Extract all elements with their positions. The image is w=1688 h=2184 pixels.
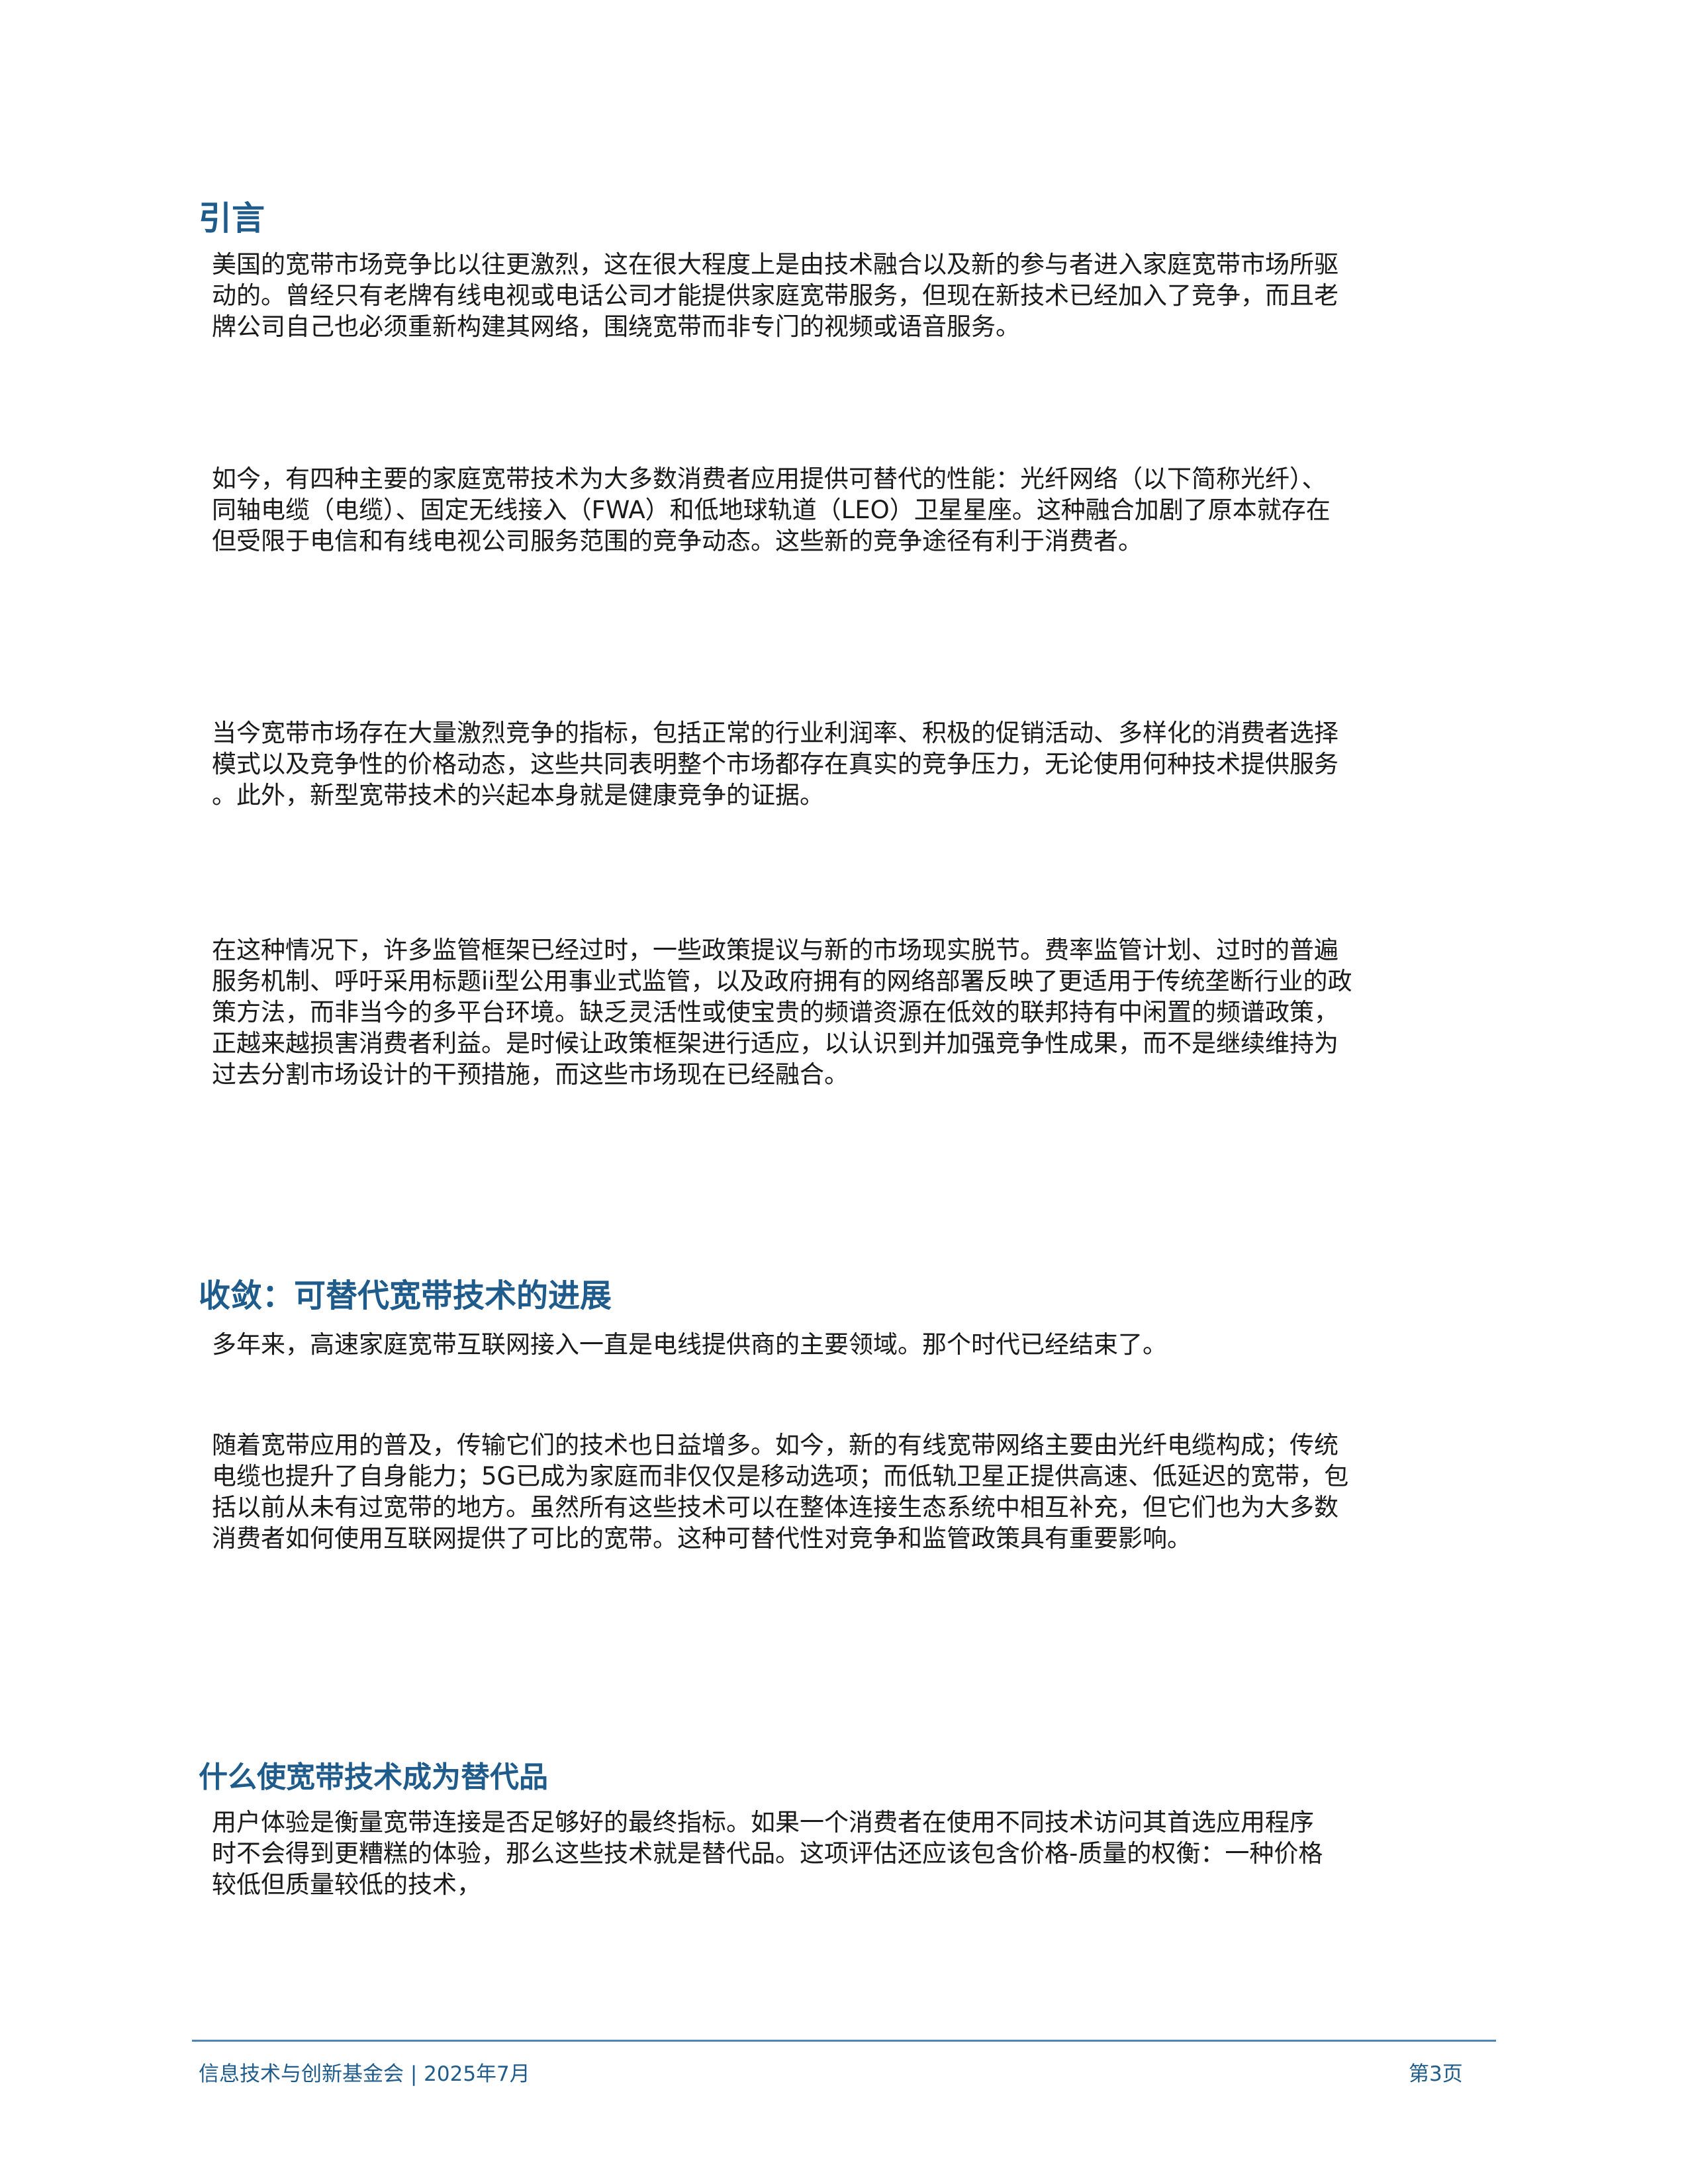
section-heading-convergence: 收敛：可替代宽带技术的进展 (199, 1277, 612, 1314)
paragraph-line: 多年来，高速家庭宽带互联网接入一直是电线提供商的主要领域。那个时代已经结束了。 (212, 1330, 1167, 1359)
paragraph-line: 用户体验是衡量宽带连接是否足够好的最终指标。如果一个消费者在使用不同技术访问其首… (212, 1808, 1314, 1837)
paragraph-line: 服务机制、呼吁采用标题ii型公用事业式监管，以及政府拥有的网络部署反映了更适用于… (212, 967, 1352, 995)
paragraph-substitutes-1: 用户体验是衡量宽带连接是否足够好的最终指标。如果一个消费者在使用不同技术访问其首… (212, 1807, 1496, 1900)
paragraph-intro-2: 如今，有四种主要的家庭宽带技术为大多数消费者应用提供可替代的性能：光纤网络（以下… (212, 463, 1496, 557)
paragraph-intro-4: 在这种情况下，许多监管框架已经过时，一些政策提议与新的市场现实脱节。费率监管计划… (212, 934, 1496, 1090)
paragraph-line: 括以前从未有过宽带的地方。虽然所有这些技术可以在整体连接生态系统中相互补充，但它… (212, 1493, 1338, 1522)
paragraph-convergence-2: 随着宽带应用的普及，传输它们的技术也日益增多。如今，新的有线宽带网络主要由光纤电… (212, 1430, 1496, 1554)
paragraph-line: 电缆也提升了自身能力；5G已成为家庭而非仅仅是移动选项；而低轨卫星正提供高速、低… (212, 1462, 1349, 1490)
paragraph-line: 。此外，新型宽带技术的兴起本身就是健康竞争的证据。 (212, 781, 824, 809)
footer-divider (192, 2040, 1496, 2042)
paragraph-line: 模式以及竞争性的价格动态，这些共同表明整个市场都存在真实的竞争压力，无论使用何种… (212, 750, 1338, 778)
footer-page-number: 第3页 (1409, 2062, 1463, 2086)
footer-organization-date: 信息技术与创新基金会 | 2025年7月 (199, 2062, 530, 2086)
paragraph-line: 正越来越损害消费者利益。是时候让政策框架进行适应，以认识到并加强竞争性成果，而不… (212, 1029, 1338, 1058)
paragraph-line: 时不会得到更糟糕的体验，那么这些技术就是替代品。这项评估还应该包含价格-质量的权… (212, 1839, 1323, 1868)
paragraph-line: 如今，有四种主要的家庭宽带技术为大多数消费者应用提供可替代的性能：光纤网络（以下… (212, 465, 1327, 493)
paragraph-line: 但受限于电信和有线电视公司服务范围的竞争动态。这些新的竞争途径有利于消费者。 (212, 527, 1143, 555)
paragraph-line: 过去分割市场设计的干预措施，而这些市场现在已经融合。 (212, 1060, 849, 1089)
paragraph-line: 同轴电缆（电缆）、固定无线接入（FWA）和低地球轨道（LEO）卫星星座。这种融合… (212, 496, 1331, 524)
paragraph-intro-3: 当今宽带市场存在大量激烈竞争的指标，包括正常的行业利润率、积极的促销活动、多样化… (212, 717, 1496, 811)
section-heading-substitutes: 什么使宽带技术成为替代品 (199, 1760, 548, 1794)
paragraph-line: 较低但质量较低的技术， (212, 1870, 481, 1899)
paragraph-intro-1: 美国的宽带市场竞争比以往更激烈，这在很大程度上是由技术融合以及新的参与者进入家庭… (212, 249, 1496, 342)
paragraph-line: 随着宽带应用的普及，传输它们的技术也日益增多。如今，新的有线宽带网络主要由光纤电… (212, 1431, 1338, 1459)
paragraph-line: 策方法，而非当今的多平台环境。缺乏灵活性或使宝贵的频谱资源在低效的联邦持有中闲置… (212, 998, 1338, 1026)
paragraph-convergence-1: 多年来，高速家庭宽带互联网接入一直是电线提供商的主要领域。那个时代已经结束了。 (212, 1329, 1496, 1360)
section-heading-intro: 引言 (199, 199, 265, 238)
paragraph-line: 消费者如何使用互联网提供了可比的宽带。这种可替代性对竞争和监管政策具有重要影响。 (212, 1524, 1192, 1553)
paragraph-line: 牌公司自己也必须重新构建其网络，围绕宽带而非专门的视频或语音服务。 (212, 312, 1020, 341)
paragraph-line: 美国的宽带市场竞争比以往更激烈，这在很大程度上是由技术融合以及新的参与者进入家庭… (212, 250, 1338, 279)
paragraph-line: 当今宽带市场存在大量激烈竞争的指标，包括正常的行业利润率、积极的促销活动、多样化… (212, 719, 1338, 747)
paragraph-line: 在这种情况下，许多监管框架已经过时，一些政策提议与新的市场现实脱节。费率监管计划… (212, 936, 1338, 964)
paragraph-line: 动的。曾经只有老牌有线电视或电话公司才能提供家庭宽带服务，但现在新技术已经加入了… (212, 281, 1338, 310)
